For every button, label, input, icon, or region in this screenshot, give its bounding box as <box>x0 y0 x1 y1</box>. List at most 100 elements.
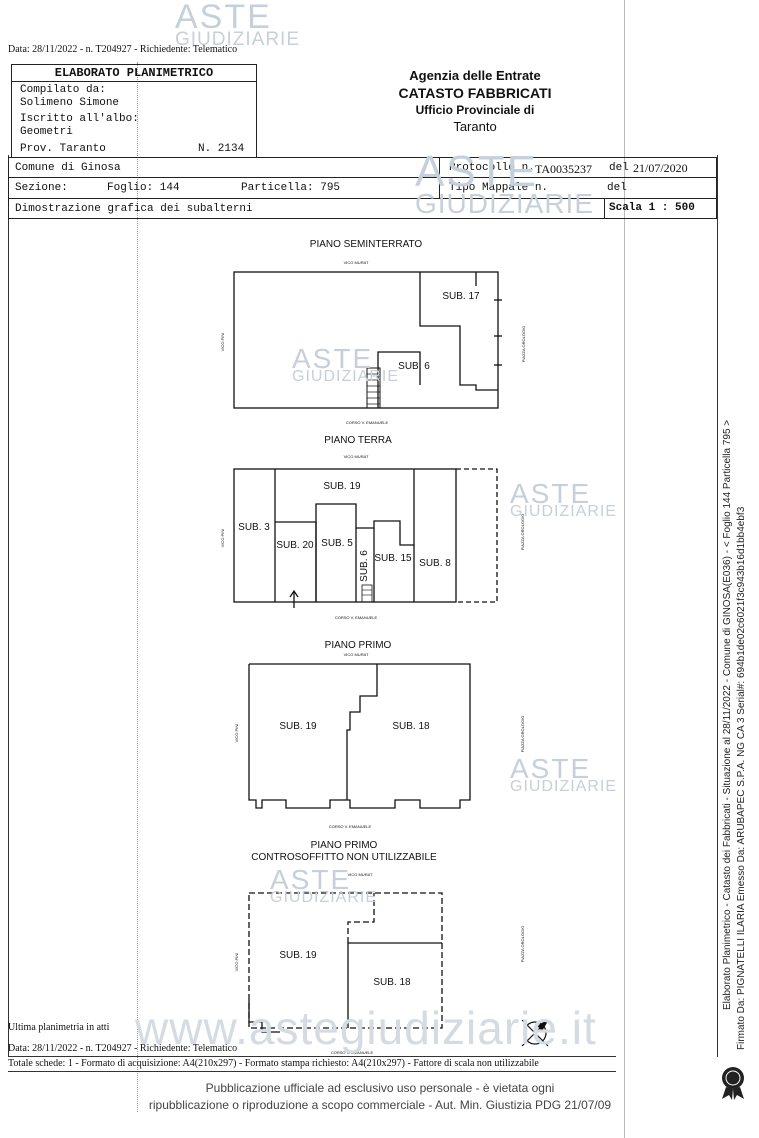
unit-label: SUB. 8 <box>419 558 451 569</box>
unit-label: SUB. 5 <box>321 538 353 549</box>
publication-line-1: Pubblicazione ufficiale ad esclusivo uso… <box>205 1081 555 1095</box>
title-primo: PIANO PRIMO <box>325 640 392 651</box>
right-fold-line <box>624 0 625 1138</box>
unit-label: SUB. 6 <box>398 361 430 372</box>
watermark-text: ASTE <box>175 0 272 36</box>
plan-controsoffitto <box>248 892 443 1033</box>
unit-label: SUB. 6 <box>359 550 370 582</box>
street-west: VICO PINI <box>234 724 239 743</box>
street-north: VICO MURAT <box>344 260 369 265</box>
top-note: Data: 28/11/2022 - n. T204927 - Richiede… <box>8 44 238 55</box>
unit-label: SUB. 19 <box>279 721 317 732</box>
seal-icon <box>722 1067 744 1100</box>
center-fold-line <box>137 62 138 1112</box>
unit-label: SUB. 18 <box>373 977 411 988</box>
street-east: PIAZZA OROLOGIO <box>520 926 525 963</box>
watermark-plan-2: ASTE GIUDIZIARIE <box>510 480 617 520</box>
street-north: VICO MURAT <box>344 454 369 459</box>
title-controsoffitto: PIANO PRIMO <box>311 840 378 851</box>
watermark-top: ASTE GIUDIZIARIE <box>175 0 300 49</box>
watermark-text: GIUDIZIARIE <box>175 29 301 50</box>
side-text-1: Elaborato Planimetrico - Catasto dei Fab… <box>722 419 733 1010</box>
scala: Scala 1 : 500 <box>609 202 695 214</box>
unit-label: SUB. 20 <box>276 540 314 551</box>
provincia: Taranto <box>453 119 497 134</box>
unit-label: SUB. 19 <box>323 481 361 492</box>
unit-label: SUB. 19 <box>279 950 317 961</box>
dimostrazione: Dimostrazione grafica dei subalterni <box>15 203 253 215</box>
foglio: Foglio: 144 <box>107 182 180 194</box>
unit-label: SUB. 18 <box>392 721 430 732</box>
unit-label: SUB. 15 <box>374 553 412 564</box>
comune: Comune di Ginosa <box>15 162 121 174</box>
watermark-site: www.astegiudiziarie.it <box>135 1002 597 1054</box>
watermark-text: GIUDIZIARIE <box>510 503 618 520</box>
watermark-text: ASTE <box>510 753 592 784</box>
footer-ultima: Ultima planimetria in atti <box>8 1022 110 1033</box>
elaborato-box: ELABORATO PLANIMETRICO Compilato da: Sol… <box>11 64 257 158</box>
street-south: CORSO V. EMANUELE <box>346 420 389 425</box>
street-east: PIAZZA OROLOGIO <box>520 716 525 753</box>
plan-terra <box>233 468 498 608</box>
subtitle-controsoffitto: CONTROSOFFITTO NON UTILIZZABILE <box>251 852 437 863</box>
compilato-name: Solimeno Simone <box>20 97 120 109</box>
sezione: Sezione: <box>15 182 68 194</box>
unit-label: SUB. 3 <box>238 522 270 533</box>
footer-rule <box>8 1056 616 1057</box>
publication-notice: Pubblicazione ufficiale ad esclusivo uso… <box>130 1080 630 1114</box>
footer-totale: Totale schede: 1 - Formato di acquisizio… <box>8 1058 539 1069</box>
watermark-text: GIUDIZIARIE <box>270 889 378 906</box>
title-seminterrato: PIANO SEMINTERRATO <box>310 239 423 250</box>
watermark-text: ASTE <box>415 147 538 196</box>
prov: Prov. Taranto <box>20 143 106 155</box>
watermark-text: ASTE <box>510 478 592 509</box>
street-south: CORSO V. EMANUELE <box>335 615 378 620</box>
iscritto-label: Iscritto all'albo: <box>20 113 139 125</box>
street-north: VICO MURAT <box>344 652 369 657</box>
street-north: VICO MURAT <box>348 872 373 877</box>
catasto-title: CATASTO FABBRICATI <box>398 85 552 101</box>
plan-seminterrato <box>233 271 502 409</box>
info-table: Comune di Ginosa Protocollo n. TA0035237… <box>8 157 717 219</box>
street-west: VICO PINI <box>220 333 225 352</box>
watermark-text: ASTE <box>292 343 374 374</box>
protocollo-date: 21/07/2020 <box>633 161 688 175</box>
watermark-text: GIUDIZIARIE <box>415 188 595 219</box>
watermark-plan-4: ASTE GIUDIZIARIE <box>270 866 377 906</box>
iscritto-value: Geometri <box>20 126 73 138</box>
protocollo-value: TA0035237 <box>535 162 593 176</box>
tipo-mappale: Tipo Mappale n. <box>449 182 549 194</box>
watermark-plan-3: ASTE GIUDIZIARIE <box>510 755 617 795</box>
footer-rule-2 <box>8 1071 616 1072</box>
side-text-2: Firmato Da: PIGNATELLI ILARIA Emesso Da:… <box>736 506 747 1050</box>
agency-name: Agenzia delle Entrate <box>409 68 541 83</box>
protocollo-del: del <box>609 162 629 174</box>
watermark-header: ASTE GIUDIZIARIE <box>415 150 594 218</box>
street-east: PIAZZA OROLOGIO <box>520 514 525 551</box>
title-terra: PIANO TERRA <box>324 435 392 446</box>
watermark-plan-1: ASTE GIUDIZIARIE <box>292 345 399 385</box>
street-south: CORSO V. EMANUELE <box>329 824 372 829</box>
particella: Particella: 795 <box>241 182 341 194</box>
plan-primo <box>248 663 471 809</box>
street-west: VICO PINI <box>220 529 225 548</box>
street-west: VICO PINI <box>234 953 239 972</box>
north-arrow-icon <box>521 1019 549 1047</box>
ufficio: Ufficio Provinciale di <box>415 103 535 117</box>
compilato-label: Compilato da: <box>20 84 106 96</box>
agency-block: Agenzia delle Entrate CATASTO FABBRICATI… <box>350 68 600 134</box>
watermark-text: GIUDIZIARIE <box>510 778 618 795</box>
footer-data: Data: 28/11/2022 - n. T204927 - Richiede… <box>8 1043 238 1054</box>
numero: N. 2134 <box>198 143 245 155</box>
watermark-text: ASTE <box>270 864 352 895</box>
elaborato-title: ELABORATO PLANIMETRICO <box>12 65 256 82</box>
street-south: CORSO V. EMANUELE <box>331 1050 374 1055</box>
unit-label: SUB. 17 <box>442 291 480 302</box>
tipo-mappale-del: del <box>607 182 627 194</box>
watermark-text: GIUDIZIARIE <box>292 368 400 385</box>
street-east: PIAZZA OROLOGIO <box>521 326 526 363</box>
publication-line-2: ripubblicazione o riproduzione a scopo c… <box>148 1098 612 1112</box>
protocollo-label: Protocollo n. <box>449 162 535 174</box>
page-frame <box>8 155 718 1057</box>
